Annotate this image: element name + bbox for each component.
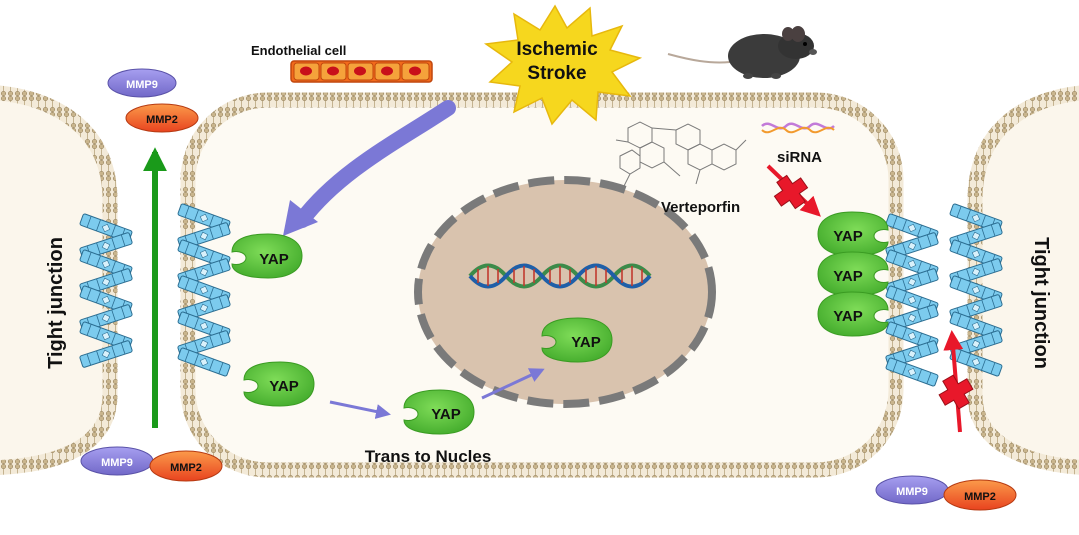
yap-label: YAP bbox=[431, 406, 460, 423]
trans-arrow-1 bbox=[329, 400, 391, 419]
yap-label: YAP bbox=[833, 268, 862, 285]
mouse-icon bbox=[667, 26, 817, 79]
endothelial-cell-label: Endothelial cell bbox=[251, 43, 346, 58]
mmp2-label: MMP2 bbox=[146, 114, 178, 126]
ischemic-stroke-starburst bbox=[483, 4, 643, 126]
mmp2-protein bbox=[125, 103, 199, 133]
tight-junction-right-label: Tight junction bbox=[1030, 237, 1052, 369]
inhibition-cross-icon bbox=[773, 174, 809, 210]
mmp2-protein bbox=[943, 479, 1017, 511]
right-cell-membrane bbox=[967, 85, 1079, 475]
left-cell-membrane bbox=[0, 85, 118, 475]
verteporfin-molecule-icon bbox=[615, 121, 747, 187]
tight-junction-left-label: Tight junction bbox=[45, 237, 67, 369]
right-tight-junction bbox=[884, 202, 1004, 388]
trans-arrow-2 bbox=[481, 368, 545, 400]
mmp2-protein bbox=[149, 450, 223, 482]
yap-label: YAP bbox=[833, 228, 862, 245]
verteporfin-label: Verteporfin bbox=[661, 199, 740, 216]
ischemic-label-line2: Stroke bbox=[527, 63, 586, 84]
mmp9-label: MMP9 bbox=[126, 79, 158, 91]
sirna-label: siRNA bbox=[777, 149, 822, 166]
dna-helix-icon bbox=[468, 263, 652, 289]
endothelial-cell-icon bbox=[290, 60, 433, 83]
mmp9-label: MMP9 bbox=[101, 457, 133, 469]
nucleus bbox=[414, 176, 716, 408]
yap-label: YAP bbox=[259, 251, 288, 268]
stroke-to-yap-arrow-head bbox=[283, 200, 318, 236]
ischemic-label-line1: Ischemic bbox=[516, 39, 598, 60]
inhibition-cross-icon bbox=[938, 374, 974, 410]
mmp2-label: MMP2 bbox=[170, 462, 202, 474]
trans-to-nucles-label: Trans to Nucles bbox=[365, 447, 492, 466]
yap-label: YAP bbox=[571, 334, 600, 351]
mmp2-label: MMP2 bbox=[964, 491, 996, 503]
stroke-to-yap-arrow-shaft bbox=[294, 100, 456, 228]
yap-label: YAP bbox=[269, 378, 298, 395]
yap-label: YAP bbox=[833, 308, 862, 325]
sirna-icon bbox=[761, 122, 835, 134]
mmp9-protein bbox=[107, 68, 177, 98]
mmp9-label: MMP9 bbox=[896, 486, 928, 498]
nuclear-envelope bbox=[414, 176, 716, 408]
